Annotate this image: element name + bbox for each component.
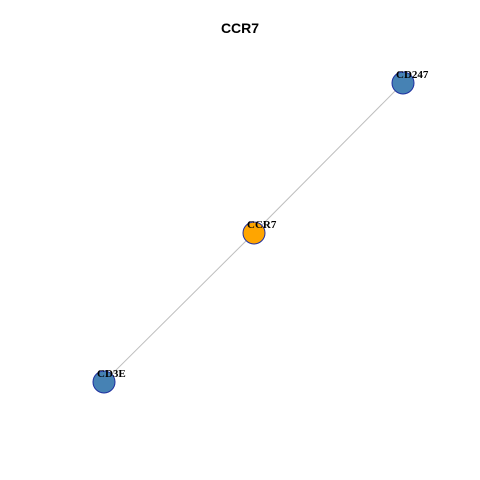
- node-cd3e: CD3E: [92, 368, 126, 394]
- edge-ccr7-cd247: [253, 82, 404, 234]
- edges-layer: [103, 82, 404, 383]
- edge-ccr7-cd3e: [103, 232, 255, 383]
- node-label-cd3e: CD3E: [97, 368, 126, 380]
- node-circle-cd247: [391, 71, 415, 95]
- node-circle-ccr7: [242, 221, 266, 245]
- node-label-cd247: CD247: [396, 69, 429, 81]
- node-circle-cd3e: [92, 370, 116, 394]
- node-ccr7: CCR7: [242, 219, 277, 245]
- node-label-ccr7: CCR7: [247, 219, 277, 231]
- graph-title: CCR7: [220, 20, 260, 36]
- node-cd247: CD247: [391, 69, 429, 95]
